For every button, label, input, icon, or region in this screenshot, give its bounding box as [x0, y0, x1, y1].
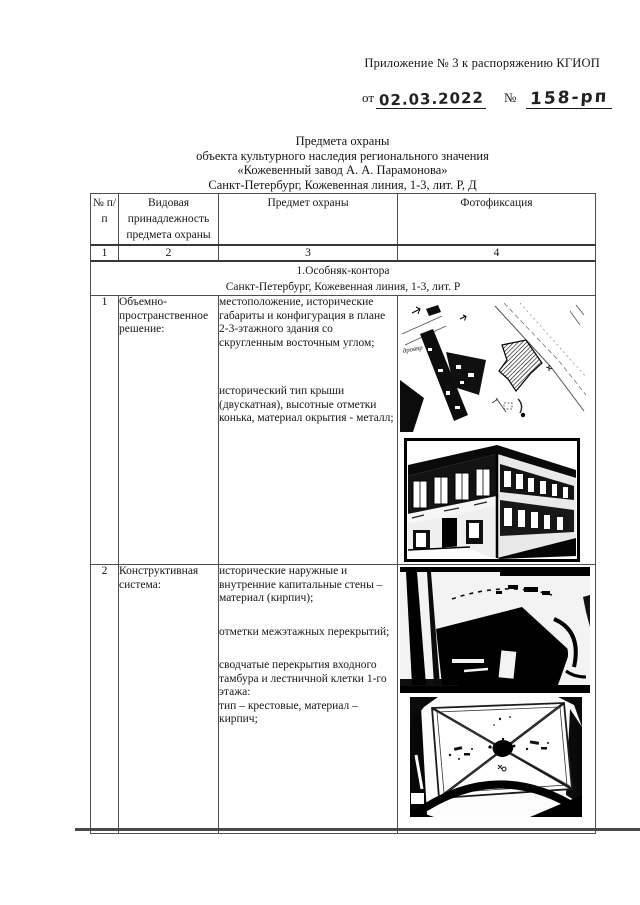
cross-vault-ceiling-photo	[410, 697, 582, 817]
row1-subject-cell: местоположение, исторические габариты и …	[218, 295, 398, 565]
col-number-1: 1	[90, 244, 119, 262]
table-row: 2 Конструктивная система: исторические н…	[90, 564, 596, 834]
building-corner-facade-photo	[404, 438, 580, 562]
section-address: Санкт-Петербург, Кожевенная линия, 1-3, …	[225, 281, 461, 293]
table-row: 1 Объемно-пространственное решение: мест…	[90, 295, 596, 565]
title-line-3: «Кожевенный завод А. А. Парамонова»	[237, 163, 448, 177]
section-header-row: 1.Особняк-контора Санкт-Петербург, Кожев…	[90, 260, 596, 296]
row1-item-1: местоположение, исторические габариты и …	[219, 296, 386, 349]
row2-category: Конструктивная система:	[118, 564, 219, 834]
header-col-category: Видовая принадлежность предмета охраны	[118, 193, 219, 246]
header-col-photo: Фотофиксация	[397, 193, 596, 246]
header-col-num: № п/п	[90, 193, 119, 246]
document-title: Предмета охраны объекта культурного насл…	[70, 134, 615, 192]
handwritten-number: 158-рп	[529, 86, 610, 110]
row2-photo-cell	[397, 564, 596, 834]
from-label: от	[362, 90, 375, 105]
row2-number: 2	[90, 564, 119, 834]
header-col-subject: Предмет охраны	[218, 193, 398, 246]
entrance-vault-interior-photo	[400, 567, 590, 693]
protection-subject-table: № п/п Видовая принадлежность предмета ох…	[90, 193, 596, 834]
title-line-4: Санкт-Петербург, Кожевенная линия, 1-3, …	[208, 177, 477, 192]
row2-subject-cell: исторические наружные и внутренние капит…	[218, 564, 398, 834]
row2-item-3: сводчатые перекрытия входного тамбура и …	[219, 659, 387, 725]
site-plan-label: дровяр	[402, 343, 424, 354]
order-reference-line: от 02.03.2022 № 158-рп	[362, 84, 613, 110]
number-sign: №	[504, 90, 517, 105]
table-bottom-rule	[75, 828, 640, 831]
table-header-row: № п/п Видовая принадлежность предмета ох…	[90, 193, 596, 246]
section-header-cell: 1.Особняк-контора Санкт-Петербург, Кожев…	[90, 260, 596, 296]
col-number-4: 4	[397, 244, 596, 262]
row1-photo-cell: дровяр	[397, 295, 596, 565]
appendix-note: Приложение № 3 к распоряжению КГИОП	[364, 56, 600, 70]
row1-number: 1	[90, 295, 119, 565]
protected-building-footprint	[498, 339, 543, 393]
number-underline: 158-рп	[526, 84, 613, 110]
handwritten-date: 02.03.2022	[378, 88, 484, 110]
row2-item-1: исторические наружные и внутренние капит…	[219, 565, 383, 604]
column-numbers-row: 1 2 3 4	[90, 244, 596, 262]
date-underline: 02.03.2022	[376, 84, 487, 110]
col-number-3: 3	[218, 244, 398, 262]
title-line-1: Предмета охраны	[295, 134, 390, 148]
row1-category: Объемно-пространственное решение:	[118, 295, 219, 565]
site-plan-drawing: дровяр	[400, 303, 586, 432]
row2-item-2: отметки межэтажных перекрытий;	[219, 625, 390, 638]
col-number-2: 2	[118, 244, 219, 262]
section-title: 1.Особняк-контора	[296, 265, 390, 277]
row1-item-2: исторический тип крыши (двускатная), выс…	[219, 385, 394, 424]
title-line-2: объекта культурного наследия регионально…	[196, 148, 489, 163]
vault-center-lamp	[492, 740, 514, 757]
